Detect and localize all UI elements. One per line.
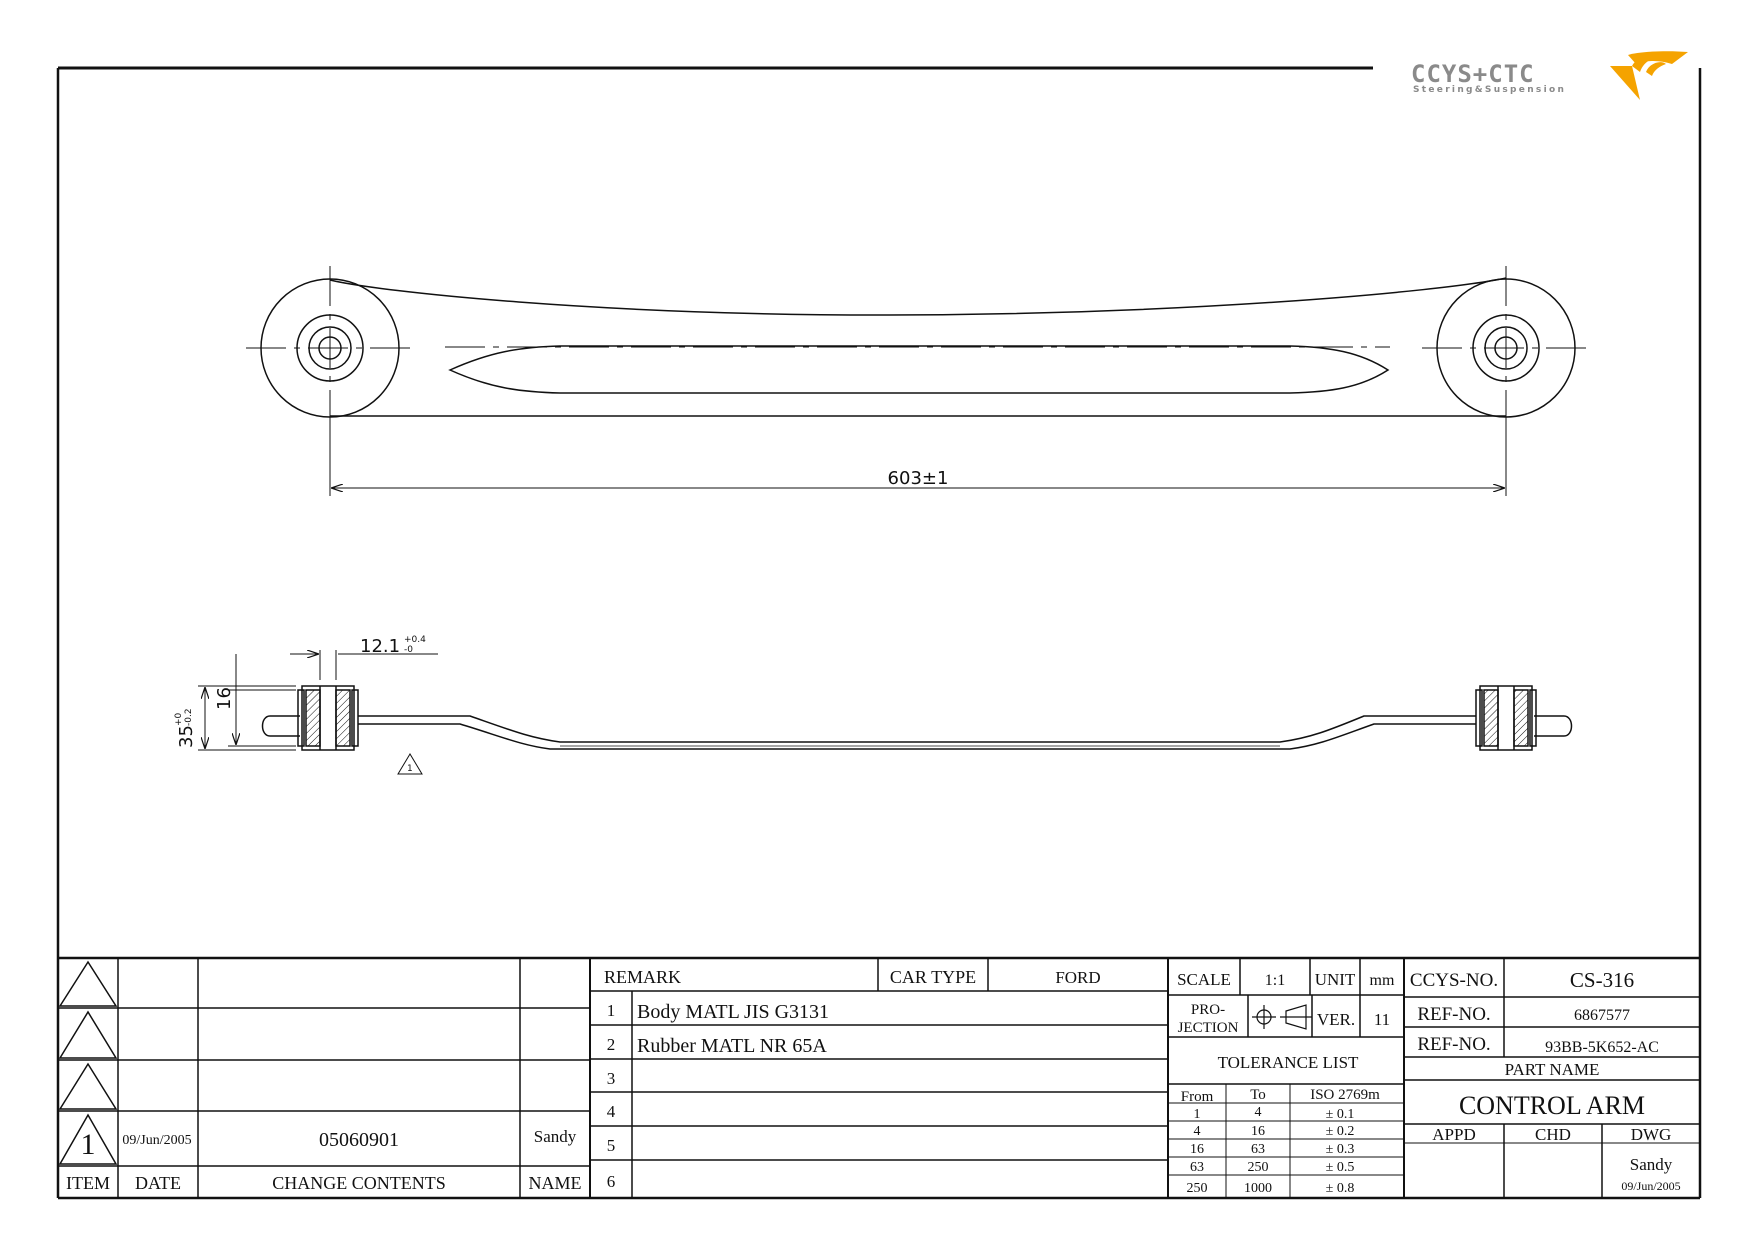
remark-row-no: 4 <box>607 1102 616 1121</box>
note-triangle-icon <box>397 753 423 775</box>
left-bushing-rubber <box>305 689 321 747</box>
revision-triangle-icon <box>58 1113 118 1165</box>
header-date: DATE <box>135 1173 181 1193</box>
tolerance-from: 63 <box>1190 1160 1204 1175</box>
ref-no-value-2: 93BB-5K652-AC <box>1545 1039 1659 1056</box>
ref-no-label-2: REF-NO. <box>1417 1034 1490 1055</box>
ref-no-value-1: 6867577 <box>1574 1007 1630 1024</box>
unit-value: mm <box>1370 972 1395 989</box>
revision-triangle-icon <box>58 960 118 1007</box>
revision-name: Sandy <box>534 1127 577 1146</box>
remark-row-no: 6 <box>607 1172 616 1191</box>
tolerance-to: 16 <box>1251 1124 1265 1139</box>
scale-value: 1:1 <box>1265 972 1285 989</box>
tolerance-header-from: From <box>1181 1089 1214 1105</box>
ver-value: 11 <box>1374 1010 1390 1029</box>
tolerance-from: 4 <box>1194 1124 1201 1139</box>
revision-date: 09/Jun/2005 <box>122 1133 191 1148</box>
arm-side-upper <box>358 715 1476 743</box>
part-name-label: PART NAME <box>1505 1060 1600 1079</box>
tolerance-header-to: To <box>1250 1087 1266 1103</box>
company-logo: CCYS+CTC Steering&Suspension <box>1411 51 1688 100</box>
remark-label: REMARK <box>604 967 681 987</box>
tolerance-value: ± 0.3 <box>1326 1142 1355 1157</box>
revision-contents: 05060901 <box>319 1129 399 1151</box>
tolerance-to: 4 <box>1255 1105 1262 1120</box>
revision-table: 1 09/Jun/2005 05060901 Sandy ITEM DATE C… <box>66 1127 582 1193</box>
tolerance-value: ± 0.5 <box>1326 1160 1355 1175</box>
chd-label: CHD <box>1535 1125 1571 1144</box>
sheet-border <box>56 66 1702 1200</box>
arm-side-lower <box>358 723 1476 750</box>
header-item: ITEM <box>66 1173 110 1193</box>
tolerance-value: ± 0.2 <box>1326 1124 1355 1139</box>
projection-symbol-icon <box>1252 1004 1312 1030</box>
title-block: CCYS-NO. CS-316 REF-NO. 6867577 REF-NO. … <box>1410 968 1681 1193</box>
tolerance-value: ± 0.1 <box>1326 1107 1355 1122</box>
dwg-date: 09/Jun/2005 <box>1621 1179 1680 1193</box>
spec-table: SCALE 1:1 UNIT mm PRO- JECTION VER. 11 T… <box>1177 970 1395 1196</box>
logo-text: CCYS+CTC <box>1411 60 1535 88</box>
center-lines <box>246 266 1590 430</box>
logo-mark-icon <box>1610 51 1688 100</box>
width-tol-lower: -0 <box>404 645 413 655</box>
height-dimension: 35 <box>176 725 197 748</box>
width-dimension: 12.1 <box>360 636 400 657</box>
projection-label-1: PRO- <box>1191 1002 1225 1018</box>
ver-label: VER. <box>1317 1010 1355 1029</box>
tolerance-from: 250 <box>1187 1181 1208 1196</box>
arm-top-edge <box>329 277 1507 316</box>
revision-triangle-icon <box>58 1010 118 1059</box>
dwg-label: DWG <box>1631 1125 1672 1144</box>
note-number: 1 <box>407 764 413 774</box>
center-rib <box>448 345 1390 394</box>
title-block-grid <box>58 956 1700 1198</box>
height-tol-lower: -0.2 <box>184 708 194 726</box>
logo-tagline: Steering&Suspension <box>1413 85 1566 95</box>
ccys-no-value: CS-316 <box>1570 968 1634 992</box>
tolerance-value: ± 0.8 <box>1326 1181 1355 1196</box>
car-type-value: FORD <box>1055 968 1100 987</box>
remark-row-no: 5 <box>607 1136 616 1155</box>
width-tol-upper: +0.4 <box>404 635 426 645</box>
revision-item: 1 <box>81 1128 96 1161</box>
remark-table: REMARK CAR TYPE FORD 1 Body MATL JIS G31… <box>604 967 1101 1191</box>
tolerance-to: 250 <box>1248 1160 1269 1175</box>
tolerance-to: 1000 <box>1244 1181 1272 1196</box>
part-name-value: CONTROL ARM <box>1459 1091 1645 1120</box>
tolerance-title: TOLERANCE LIST <box>1218 1053 1359 1072</box>
remark-row-no: 2 <box>607 1035 616 1054</box>
ccys-no-label: CCYS-NO. <box>1410 970 1498 991</box>
tolerance-to: 63 <box>1251 1142 1265 1157</box>
remark-row-no: 3 <box>607 1069 616 1088</box>
header-change-contents: CHANGE CONTENTS <box>272 1173 446 1193</box>
remark-row-text: Body MATL JIS G3131 <box>637 1001 829 1023</box>
scale-label: SCALE <box>1177 970 1231 989</box>
height-tol-upper: +0 <box>174 712 184 726</box>
ref-no-label-1: REF-NO. <box>1417 1004 1490 1025</box>
inner-height-dimension: 16 <box>214 687 235 710</box>
right-bushing-outer <box>1479 685 1533 751</box>
dwg-name: Sandy <box>1630 1155 1673 1174</box>
unit-label: UNIT <box>1315 970 1356 989</box>
remark-row-text: Rubber MATL NR 65A <box>637 1035 827 1057</box>
tolerance-header-iso: ISO 2769m <box>1310 1087 1380 1103</box>
projection-label-2: JECTION <box>1178 1020 1239 1036</box>
side-view <box>198 650 1573 775</box>
revision-triangle-icon <box>58 1062 118 1110</box>
appd-label: APPD <box>1432 1125 1475 1144</box>
tolerance-from: 1 <box>1194 1107 1201 1122</box>
car-type-label: CAR TYPE <box>890 967 976 987</box>
left-bushing-outer <box>301 685 355 751</box>
tolerance-from: 16 <box>1190 1142 1204 1157</box>
remark-row-no: 1 <box>607 1001 616 1020</box>
length-dimension: 603±1 <box>888 468 949 489</box>
header-name: NAME <box>529 1173 582 1193</box>
top-view <box>246 266 1590 496</box>
